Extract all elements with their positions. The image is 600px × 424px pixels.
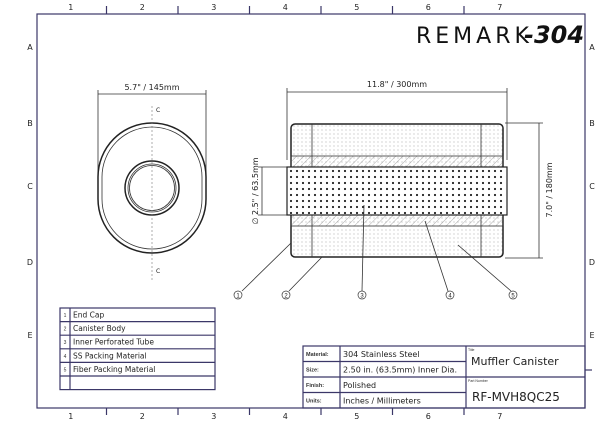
balloon-1: [233, 290, 243, 300]
parts-list: 1 End Cap 2 Canister Body 3 Inner Perforated …: [59, 307, 216, 391]
title-block-label: Material:: [306, 352, 329, 358]
part-name-cell: SS Packing Material: [73, 351, 147, 360]
column-label-top: 6: [426, 3, 431, 12]
logo-text: REMARK: [416, 24, 533, 49]
row-label-right: A: [589, 43, 595, 52]
leader-line: [288, 256, 323, 292]
column-label-top: 4: [283, 3, 288, 12]
title-block-label: Units:: [306, 399, 322, 405]
row-label-left: A: [27, 43, 33, 52]
leader-line: [457, 244, 512, 292]
column-label-bottom: 2: [140, 412, 145, 421]
balloon-4: [445, 290, 455, 300]
logo-suffix: -304: [524, 21, 584, 49]
part-number-cell: 2: [64, 327, 67, 333]
balloons: 1 2 3 4 5: [233, 290, 518, 300]
balloon-number: 3: [360, 294, 364, 300]
title-block: Title Muffler Canister Part Number RF-MV…: [302, 345, 592, 409]
part-name-cell: Canister Body: [73, 324, 126, 333]
front-view: 5.7" / 145mm C C: [97, 83, 207, 280]
part-number-label: Part Number: [468, 379, 489, 383]
leader-line: [361, 204, 365, 292]
width-dimension-text: 5.7" / 145mm: [124, 83, 179, 92]
part-number-cell: 1: [64, 313, 67, 319]
leader-line: [241, 242, 292, 292]
title-block-value: 2.50 in. (63.5mm) Inner Dia.: [343, 366, 457, 375]
title-block-value: Inches / Millimeters: [343, 397, 421, 406]
section-label-bottom: C: [156, 268, 160, 275]
length-dimension-text: 11.8" / 300mm: [367, 80, 427, 89]
column-label-top: 1: [68, 3, 73, 12]
balloon-3: [357, 290, 367, 300]
column-label-bottom: 1: [68, 412, 73, 421]
row-label-right: D: [589, 258, 595, 267]
column-label-bottom: 4: [283, 412, 288, 421]
part-name-cell: End Cap: [73, 311, 104, 320]
leader-line: [424, 220, 449, 292]
part-number-cell: 3: [64, 340, 67, 346]
column-label-top: 2: [140, 3, 145, 12]
title-block-label: Size:: [306, 368, 319, 374]
part-number-cell: 5: [64, 367, 67, 373]
column-label-bottom: 5: [354, 412, 359, 421]
column-label-bottom: 3: [211, 412, 216, 421]
balloon-number: 4: [448, 294, 452, 300]
row-label-left: D: [27, 258, 33, 267]
balloon-number: 5: [511, 294, 515, 300]
section-label-top: C: [156, 107, 160, 114]
row-label-left: E: [27, 331, 32, 340]
row-label-right: B: [589, 119, 595, 128]
column-label-top: 3: [211, 3, 216, 12]
remark-logo: REMARK -304: [416, 21, 584, 49]
column-label-bottom: 7: [497, 412, 502, 421]
side-view: 11.8" / 300mm 7.0" / 180mm ∅ 2.5" / 63.5…: [233, 80, 554, 300]
row-label-left: C: [27, 182, 33, 191]
balloon-number: 1: [236, 294, 240, 300]
balloon-number: 2: [284, 294, 288, 300]
ss-packing-bottom: [290, 214, 504, 227]
title-block-label: Finish:: [306, 383, 324, 389]
drawing-title: Muffler Canister: [471, 355, 559, 368]
inner-diameter-dimension-text: ∅ 2.5" / 63.5mm: [251, 157, 260, 224]
perforated-tube: [288, 168, 506, 214]
row-label-right: E: [589, 331, 594, 340]
column-label-top: 5: [354, 3, 359, 12]
title-label: Title: [468, 348, 475, 352]
balloon-2: [281, 290, 291, 300]
height-dimension-text: 7.0" / 180mm: [545, 162, 554, 217]
part-name-cell: Inner Perforated Tube: [73, 338, 154, 347]
part-number: RF-MVH8QC25: [472, 390, 560, 404]
column-label-bottom: 6: [426, 412, 431, 421]
ss-packing-top: [290, 155, 504, 168]
balloon-5: [508, 290, 518, 300]
column-label-top: 7: [497, 3, 502, 12]
title-block-value: 304 Stainless Steel: [343, 350, 420, 359]
part-number-cell: 4: [64, 354, 67, 360]
part-name-cell: Fiber Packing Material: [73, 365, 155, 374]
title-block-value: Polished: [343, 381, 376, 390]
row-label-left: B: [27, 119, 33, 128]
row-label-right: C: [589, 182, 595, 191]
